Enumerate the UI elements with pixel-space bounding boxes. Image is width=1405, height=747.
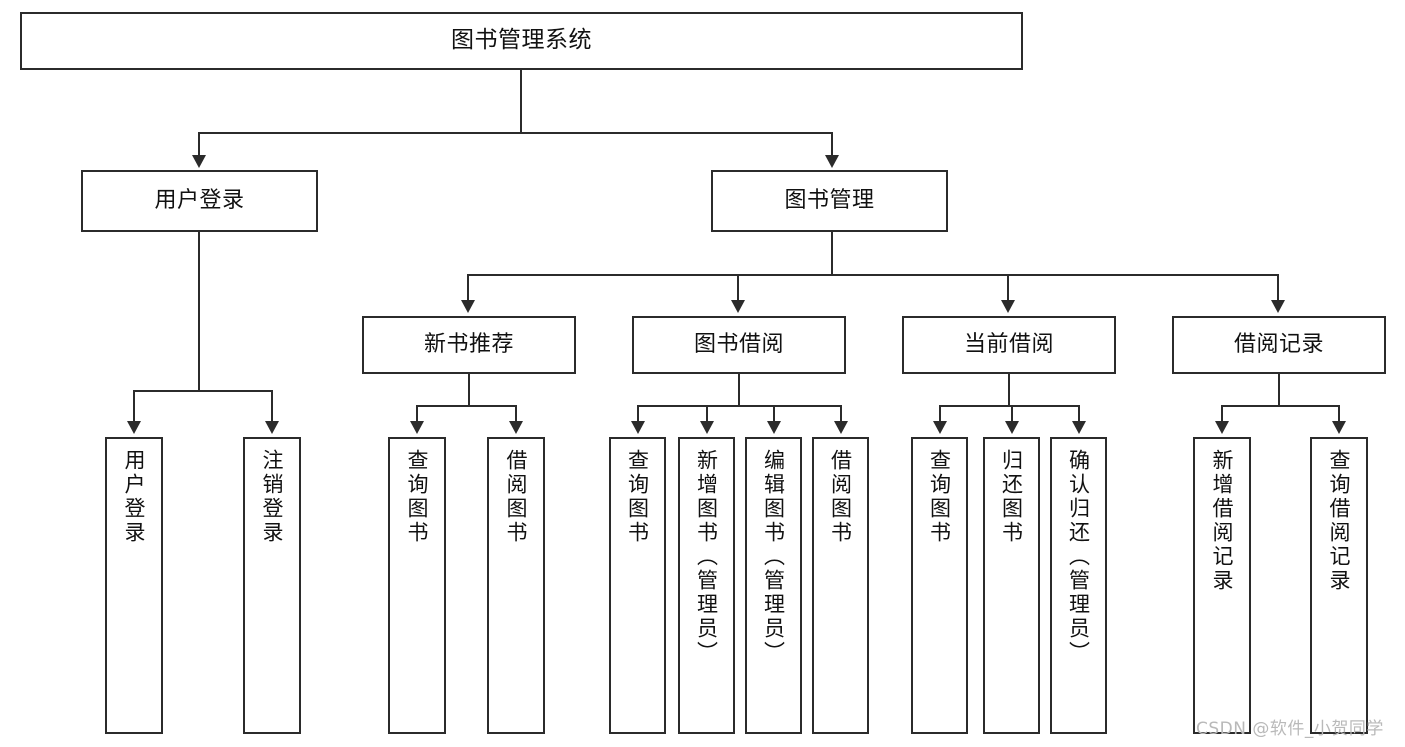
leaf-borrow-book-1[interactable]: 借阅图书 <box>487 437 545 734</box>
arrow-to-leaf-add-book <box>700 421 714 434</box>
connector-book-borrow-drop-1 <box>637 405 639 422</box>
arrow-to-leaf-add-record <box>1215 421 1229 434</box>
arrow-to-leaf-query-book-2 <box>631 421 645 434</box>
connector-book-manage-drop-2 <box>737 274 739 301</box>
node-book-manage[interactable]: 图书管理 <box>711 170 948 232</box>
connector-new-book-stem <box>468 374 470 405</box>
connector-current-borrow-drop-3 <box>1078 405 1080 422</box>
node-label: 借阅图书 <box>828 449 853 545</box>
arrow-to-leaf-query-record <box>1332 421 1346 434</box>
node-label: 归还图书 <box>999 449 1024 545</box>
connector-book-manage-drop-4 <box>1277 274 1279 301</box>
connector-root-stem <box>520 70 522 132</box>
node-current-borrow[interactable]: 当前借阅 <box>902 316 1116 374</box>
arrow-to-leaf-borrow-book-2 <box>834 421 848 434</box>
arrow-to-leaf-logout <box>265 421 279 434</box>
node-label: 当前借阅 <box>963 332 1054 358</box>
leaf-add-record[interactable]: 新增借阅记录 <box>1193 437 1251 734</box>
arrow-to-leaf-query-book-1 <box>410 421 424 434</box>
node-label: 查询图书 <box>625 449 650 545</box>
connector-book-borrow-stem <box>738 374 740 405</box>
connector-current-borrow-drop-1 <box>939 405 941 422</box>
arrow-to-new-book-recommend <box>461 300 475 313</box>
connector-book-manage-drop-3 <box>1007 274 1009 301</box>
leaf-logout[interactable]: 注销登录 <box>243 437 301 734</box>
connector-root-to-book-manage <box>831 132 833 157</box>
node-root-system[interactable]: 图书管理系统 <box>20 12 1023 70</box>
arrow-to-leaf-return-book <box>1005 421 1019 434</box>
leaf-query-record[interactable]: 查询借阅记录 <box>1310 437 1368 734</box>
arrow-to-book-manage <box>825 155 839 168</box>
connector-current-borrow-drop-2 <box>1011 405 1013 422</box>
connector-user-login-drop-1 <box>133 390 135 422</box>
connector-book-borrow-drop-3 <box>773 405 775 422</box>
connector-user-login-stem <box>198 232 200 390</box>
node-label: 用户登录 <box>122 449 147 545</box>
node-label: 查询图书 <box>927 449 952 545</box>
node-book-borrow[interactable]: 图书借阅 <box>632 316 846 374</box>
connector-borrow-record-drop-2 <box>1338 405 1340 422</box>
arrow-to-borrow-record <box>1271 300 1285 313</box>
node-label: 查询借阅记录 <box>1327 449 1352 593</box>
node-borrow-record[interactable]: 借阅记录 <box>1172 316 1386 374</box>
connector-borrow-record-stem <box>1278 374 1280 405</box>
node-label: 新书推荐 <box>423 332 514 358</box>
leaf-return-book[interactable]: 归还图书 <box>983 437 1040 734</box>
node-label: 图书管理 <box>784 188 875 214</box>
leaf-edit-book[interactable]: 编辑图书（管理员） <box>745 437 802 734</box>
node-label: 查询图书 <box>405 449 430 545</box>
arrow-to-leaf-edit-book <box>767 421 781 434</box>
node-label: 借阅记录 <box>1233 332 1324 358</box>
connector-book-borrow-drop-4 <box>840 405 842 422</box>
arrow-to-book-borrow <box>731 300 745 313</box>
connector-root-to-user-login <box>198 132 200 157</box>
node-new-book-recommend[interactable]: 新书推荐 <box>362 316 576 374</box>
arrow-to-leaf-borrow-book-1 <box>509 421 523 434</box>
leaf-query-book-2[interactable]: 查询图书 <box>609 437 666 734</box>
node-label: 确认归还（管理员） <box>1066 449 1091 665</box>
leaf-add-book[interactable]: 新增图书（管理员） <box>678 437 735 734</box>
connector-borrow-record-drop-1 <box>1221 405 1223 422</box>
node-label: 编辑图书（管理员） <box>761 449 786 665</box>
connector-root-bus <box>198 132 832 134</box>
leaf-user-login[interactable]: 用户登录 <box>105 437 163 734</box>
connector-user-login-bus <box>133 390 271 392</box>
arrow-to-leaf-user-login <box>127 421 141 434</box>
connector-borrow-record-bus <box>1221 405 1339 407</box>
connector-new-book-bus <box>416 405 517 407</box>
connector-book-manage-bus <box>467 274 1279 276</box>
node-label: 图书管理系统 <box>451 27 592 54</box>
arrow-to-leaf-confirm-return <box>1072 421 1086 434</box>
node-label: 用户登录 <box>154 188 245 214</box>
connector-book-manage-drop-1 <box>467 274 469 301</box>
connector-current-borrow-stem <box>1008 374 1010 405</box>
connector-book-borrow-drop-2 <box>706 405 708 422</box>
connector-new-book-drop-1 <box>416 405 418 422</box>
leaf-borrow-book-2[interactable]: 借阅图书 <box>812 437 869 734</box>
node-label: 注销登录 <box>260 449 285 545</box>
node-label: 新增图书（管理员） <box>694 449 719 665</box>
leaf-query-book-3[interactable]: 查询图书 <box>911 437 968 734</box>
node-label: 借阅图书 <box>504 449 529 545</box>
node-label: 新增借阅记录 <box>1210 449 1235 593</box>
arrow-to-leaf-query-book-3 <box>933 421 947 434</box>
connector-book-manage-stem <box>831 232 833 274</box>
arrow-to-user-login <box>192 155 206 168</box>
arrow-to-current-borrow <box>1001 300 1015 313</box>
connector-new-book-drop-2 <box>515 405 517 422</box>
connector-book-borrow-bus <box>637 405 841 407</box>
leaf-query-book-1[interactable]: 查询图书 <box>388 437 446 734</box>
connector-current-borrow-bus <box>939 405 1079 407</box>
leaf-confirm-return[interactable]: 确认归还（管理员） <box>1050 437 1107 734</box>
connector-user-login-drop-2 <box>271 390 273 422</box>
node-label: 图书借阅 <box>693 332 784 358</box>
node-user-login[interactable]: 用户登录 <box>81 170 318 232</box>
